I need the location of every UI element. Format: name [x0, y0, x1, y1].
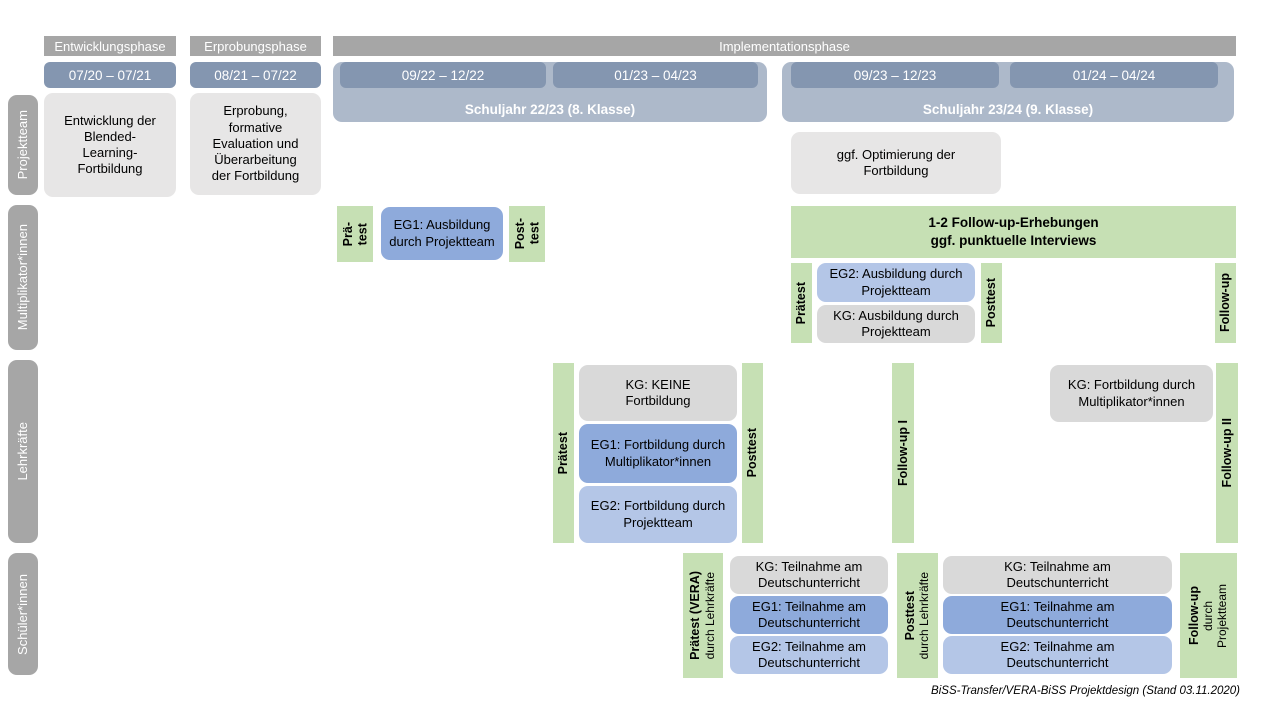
praetest-bar-multiplikator-2: Prätest — [791, 263, 812, 343]
praetest-bar-lehrkraefte: Prätest — [553, 363, 574, 543]
praetest-vera-bar-schueler: Prätest (VERA) durch Lehrkräfte — [683, 553, 723, 678]
kg-box-schueler-2: KG: Teilnahme am Deutschunterricht — [943, 556, 1172, 594]
followup-main-text: Follow-up — [1187, 585, 1202, 645]
kg-followup-box-lehrkraefte: KG: Fortbildung durch Multiplikator*inne… — [1050, 365, 1213, 422]
eg1-box-multiplikator: EG1: Ausbildung durch Projektteam — [381, 207, 503, 260]
followup-bar-text: Follow-up — [1218, 273, 1233, 333]
followup2-bar-lehrkraefte: Follow-up II — [1216, 363, 1238, 543]
row-label-text: Lehrkräfte — [14, 422, 30, 481]
date-bar-0821-0722: 08/21 – 07/22 — [190, 62, 321, 88]
eg1-box-schueler-2: EG1: Teilnahme am Deutschunterricht — [943, 596, 1172, 634]
posttest-bar-multiplikator-1: Post- test — [509, 206, 545, 262]
praetest-bar-multiplikator-1: Prä- test — [337, 206, 373, 262]
praetest-bar-text: Prä- test — [340, 221, 369, 247]
row-label-text: Schüler*innen — [14, 573, 30, 655]
eg2-box-schueler-2: EG2: Teilnahme am Deutschunterricht — [943, 636, 1172, 674]
followup1-bar-text: Follow-up I — [895, 420, 910, 486]
date-bar-0124-0424: 01/24 – 04/24 — [1010, 62, 1218, 88]
date-bar-0123-0423: 01/23 – 04/23 — [553, 62, 758, 88]
row-label-text: Projektteam — [14, 110, 30, 180]
row-label-lehrkraefte: Lehrkräfte — [8, 360, 38, 543]
box-optimierung-fortbildung: ggf. Optimierung der Fortbildung — [791, 132, 1001, 194]
row-label-schuelerinnen: Schüler*innen — [8, 553, 38, 675]
posttest-bar-multiplikator-2: Posttest — [981, 263, 1002, 343]
row-label-multiplikatorinnen: Multiplikator*innen — [8, 205, 38, 350]
posttest-bar-text: Post- test — [512, 218, 541, 250]
posttest-bar-text: Posttest — [984, 278, 999, 328]
date-bar-0720-0721: 07/20 – 07/21 — [44, 62, 176, 88]
row-label-text: Multiplikator*innen — [14, 224, 30, 331]
box-erprobung-evaluation: Erprobung, formative Evaluation und Über… — [190, 93, 321, 195]
eg1-box-lehrkraefte: EG1: Fortbildung durch Multiplikator*inn… — [579, 424, 737, 483]
date-bar-0922-1222: 09/22 – 12/22 — [340, 62, 546, 88]
praetest-vera-main-text: Prätest (VERA) — [688, 571, 703, 660]
kg-box-schueler-1: KG: Teilnahme am Deutschunterricht — [730, 556, 888, 594]
posttest-bar-text: Posttest — [745, 428, 760, 478]
posttest-sub-text: durch Lehrkräfte — [917, 571, 932, 660]
school-year-label: Schuljahr 23/24 (9. Klasse) — [922, 102, 1094, 117]
phase-bar-erprobungsphase: Erprobungsphase — [190, 36, 321, 56]
posttest-main-text: Posttest — [902, 590, 917, 641]
followup-bar-multiplikator: Follow-up — [1215, 263, 1236, 343]
followup-erhebungen-banner: 1-2 Follow-up-Erhebungen ggf. punktuelle… — [791, 206, 1236, 258]
posttest-bar-lehrkraefte: Posttest — [742, 363, 763, 543]
eg1-box-schueler-1: EG1: Teilnahme am Deutschunterricht — [730, 596, 888, 634]
date-bar-0923-1223: 09/23 – 12/23 — [791, 62, 999, 88]
eg2-box-schueler-1: EG2: Teilnahme am Deutschunterricht — [730, 636, 888, 674]
praetest-bar-text: Prätest — [794, 281, 809, 325]
followup1-bar-lehrkraefte: Follow-up I — [892, 363, 914, 543]
school-year-label: Schuljahr 22/23 (8. Klasse) — [464, 102, 636, 117]
eg2-box-lehrkraefte: EG2: Fortbildung durch Projektteam — [579, 486, 737, 543]
followup-bar-schueler: Follow-up durch Projektteam — [1180, 553, 1237, 678]
kg-box-lehrkraefte: KG: KEINE Fortbildung — [579, 365, 737, 421]
praetest-vera-sub-text: durch Lehrkräfte — [702, 571, 717, 660]
phase-bar-implementationsphase: Implementationsphase — [333, 36, 1236, 56]
box-entwicklung-blended-learning: Entwicklung der Blended-Learning-Fortbil… — [44, 93, 176, 197]
followup-sub-text: durch Projektteam — [1201, 583, 1230, 648]
followup2-bar-text: Follow-up II — [1219, 418, 1234, 488]
kg-box-multiplikator: KG: Ausbildung durch Projektteam — [817, 305, 975, 343]
row-label-projektteam: Projektteam — [8, 95, 38, 195]
diagram-caption: BiSS-Transfer/VERA-BiSS Projektdesign (S… — [931, 685, 1240, 697]
eg2-box-multiplikator: EG2: Ausbildung durch Projektteam — [817, 263, 975, 302]
posttest-bar-schueler: Posttest durch Lehrkräfte — [897, 553, 938, 678]
phase-bar-entwicklungsphase: Entwicklungsphase — [44, 36, 176, 56]
praetest-bar-text: Prätest — [556, 431, 571, 475]
